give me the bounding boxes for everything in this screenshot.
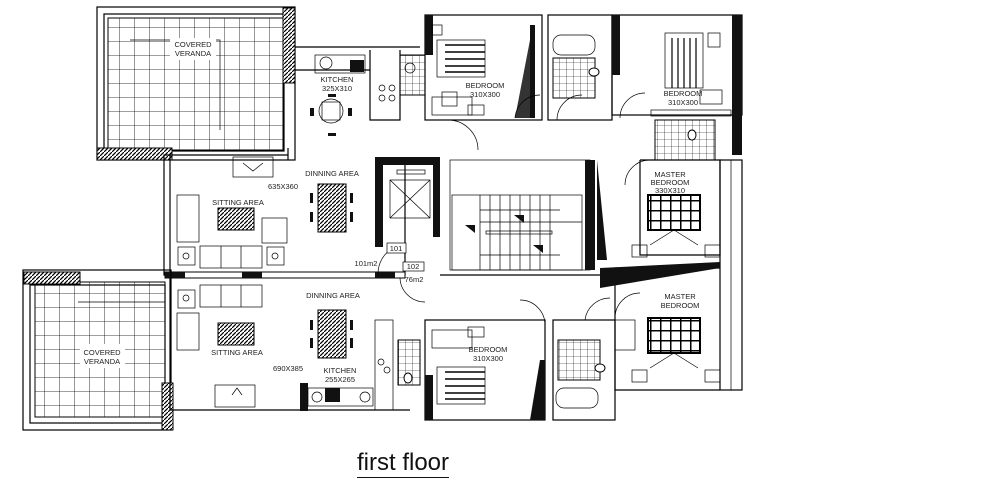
dining-table-bottom bbox=[310, 309, 353, 359]
master-top-size: 330X310 bbox=[655, 186, 685, 195]
master-bottom-line2: BEDROOM bbox=[661, 301, 700, 310]
bedroom-top-right-name: BEDROOM bbox=[664, 89, 703, 98]
unit-102-number: 102 bbox=[407, 262, 420, 271]
covered-veranda-bottom: COVERED VERANDA bbox=[22, 269, 174, 431]
bedroom-bottom-size: 310X300 bbox=[473, 354, 503, 363]
dining-area-bottom-label: DINNING AREA bbox=[306, 291, 360, 300]
unit-101-number: 101 bbox=[390, 244, 403, 253]
master-bottom-line1: MASTER bbox=[664, 292, 696, 301]
bedroom-top-left-size: 310X300 bbox=[470, 90, 500, 99]
living-room-bottom: DINNING AREA SITTING AREA 690X385 KITCHE… bbox=[169, 277, 426, 411]
living-bottom-size: 690X385 bbox=[273, 364, 303, 373]
bedroom-bottom: BEDROOM 310X300 bbox=[424, 299, 546, 421]
bedroom-top-left-name: BEDROOM bbox=[466, 81, 505, 90]
bathroom-top bbox=[547, 14, 613, 121]
veranda-bottom-label-line2: VERANDA bbox=[84, 357, 120, 366]
unit-102-area: 76m2 bbox=[405, 275, 424, 284]
veranda-top-label-line1: COVERED bbox=[174, 40, 212, 49]
unit-101-area: 101m2 bbox=[355, 259, 378, 268]
kitchen-top-name: KITCHEN bbox=[321, 75, 354, 84]
kitchen-bottom-size: 255X265 bbox=[325, 375, 355, 384]
sitting-area-bottom-label: SITTING AREA bbox=[211, 348, 263, 357]
master-top-line1: MASTER bbox=[654, 170, 686, 179]
dining-area-top-label: DINNING AREA bbox=[305, 169, 359, 178]
bedroom-bottom-name: BEDROOM bbox=[469, 345, 508, 354]
bedroom-top-right-size: 310X300 bbox=[668, 98, 698, 107]
living-room-top: DINNING AREA 635X360 SITTING AREA bbox=[163, 148, 406, 279]
kitchen-bottom-name: KITCHEN bbox=[324, 366, 357, 375]
sitting-area-top-label: SITTING AREA bbox=[212, 198, 264, 207]
bedroom-top-right: BEDROOM 310X300 bbox=[611, 14, 743, 161]
living-top-size: 635X360 bbox=[268, 182, 298, 191]
dining-table-top bbox=[310, 183, 353, 233]
veranda-bottom-label-line1: COVERED bbox=[83, 348, 121, 357]
bathroom-bottom bbox=[552, 297, 616, 421]
veranda-top-label-line2: VERANDA bbox=[175, 49, 211, 58]
kitchen-top: KITCHEN 325X310 bbox=[295, 46, 426, 136]
covered-veranda-top: COVERED VERANDA bbox=[96, 6, 296, 161]
kitchen-top-size: 325X310 bbox=[322, 84, 352, 93]
unit-labels: 101 101m2 102 76m2 bbox=[355, 242, 425, 284]
master-top-line2: BEDROOM bbox=[651, 178, 690, 187]
master-bedroom-bottom: MASTER BEDROOM bbox=[600, 262, 721, 391]
plan-caption: first floor bbox=[357, 449, 450, 478]
lift-and-stairs bbox=[375, 157, 607, 276]
dining-table-round bbox=[310, 94, 352, 136]
master-bedroom-top: MASTER BEDROOM 330X310 bbox=[624, 159, 743, 391]
bedroom-top-left: BEDROOM 310X300 bbox=[424, 14, 543, 151]
